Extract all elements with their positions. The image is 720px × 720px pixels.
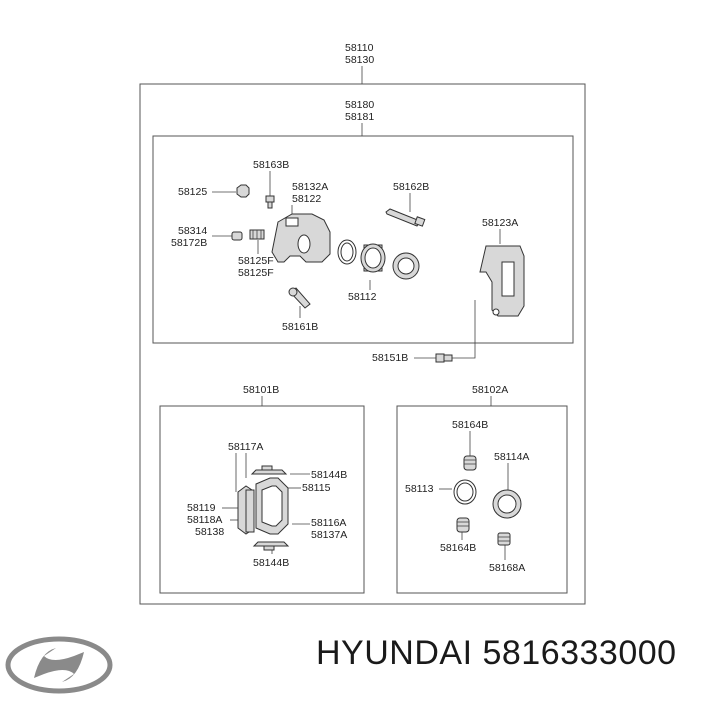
bleeder-screw-58163B-drawing <box>265 195 275 209</box>
label-58113: 58113 <box>405 483 434 495</box>
label-58115: 58115 <box>302 482 331 494</box>
label-58168A: 58168A <box>489 562 525 574</box>
label-58130: 58130 <box>345 54 374 66</box>
bolt-58125F-drawing <box>249 229 265 240</box>
label-58125F-2: 58125F <box>238 267 274 279</box>
label-58162B: 58162B <box>393 181 429 193</box>
brake-pad-inner-drawing <box>237 485 255 535</box>
label-58122: 58122 <box>292 193 321 205</box>
pad-clip-top-drawing <box>250 465 288 475</box>
label-58138: 58138 <box>195 526 224 538</box>
label-58125: 58125 <box>178 186 207 198</box>
label-58163B: 58163B <box>253 159 289 171</box>
label-58101B: 58101B <box>243 384 279 396</box>
label-58119: 58119 <box>187 502 216 514</box>
seal-58113-drawing <box>453 479 477 505</box>
hyundai-logo <box>5 636 113 694</box>
parts-diagram: 58110 58130 58180 58181 58163B 58125 581… <box>139 42 586 605</box>
label-58144B-bot: 58144B <box>253 557 289 569</box>
boot-58164B-bot-drawing <box>456 517 470 533</box>
label-58164B-bot: 58164B <box>440 542 476 554</box>
caliper-body-box <box>152 135 574 344</box>
label-58137A: 58137A <box>311 529 347 541</box>
label-58181: 58181 <box>345 111 374 123</box>
guide-pin-58161B-drawing <box>288 287 311 309</box>
piston-58112-drawing <box>360 243 386 273</box>
cap-58314-drawing <box>231 231 243 241</box>
label-58123A: 58123A <box>482 217 518 229</box>
label-58114A: 58114A <box>494 451 529 463</box>
label-58110: 58110 <box>345 42 374 54</box>
label-58125F-1: 58125F <box>238 255 274 267</box>
label-58180: 58180 <box>345 99 374 111</box>
caliper-assembly-box <box>139 83 586 605</box>
dust-boot-drawing <box>392 252 420 280</box>
label-58144B-top: 58144B <box>311 469 347 481</box>
label-58118A: 58118A <box>187 514 222 526</box>
boot-58164B-top-drawing <box>463 455 477 471</box>
part-number-caption: HYUNDAI 5816333000 <box>316 634 677 672</box>
boot-58114A-drawing <box>492 489 522 519</box>
label-58172B: 58172B <box>171 237 207 249</box>
pad-clip-bottom-drawing <box>252 541 290 551</box>
carrier-bracket-58123A-drawing <box>479 245 525 317</box>
bolt-58151B-drawing <box>435 353 453 363</box>
label-58164B-top: 58164B <box>452 419 488 431</box>
seal-kit-box <box>396 405 568 594</box>
label-58112: 58112 <box>348 291 377 303</box>
cap-58168A-drawing <box>497 532 511 546</box>
label-58151B: 58151B <box>372 352 408 364</box>
label-58132A: 58132A <box>292 181 328 193</box>
brake-pad-outer-drawing <box>255 477 289 535</box>
guide-pin-58162B-drawing <box>385 208 426 227</box>
label-58102A: 58102A <box>472 384 508 396</box>
label-58117A: 58117A <box>228 441 263 453</box>
caliper-body-drawing <box>271 213 331 263</box>
label-58116A: 58116A <box>311 517 346 529</box>
nut-58125-drawing <box>236 184 250 198</box>
label-58314: 58314 <box>178 225 207 237</box>
label-58161B: 58161B <box>282 321 318 333</box>
